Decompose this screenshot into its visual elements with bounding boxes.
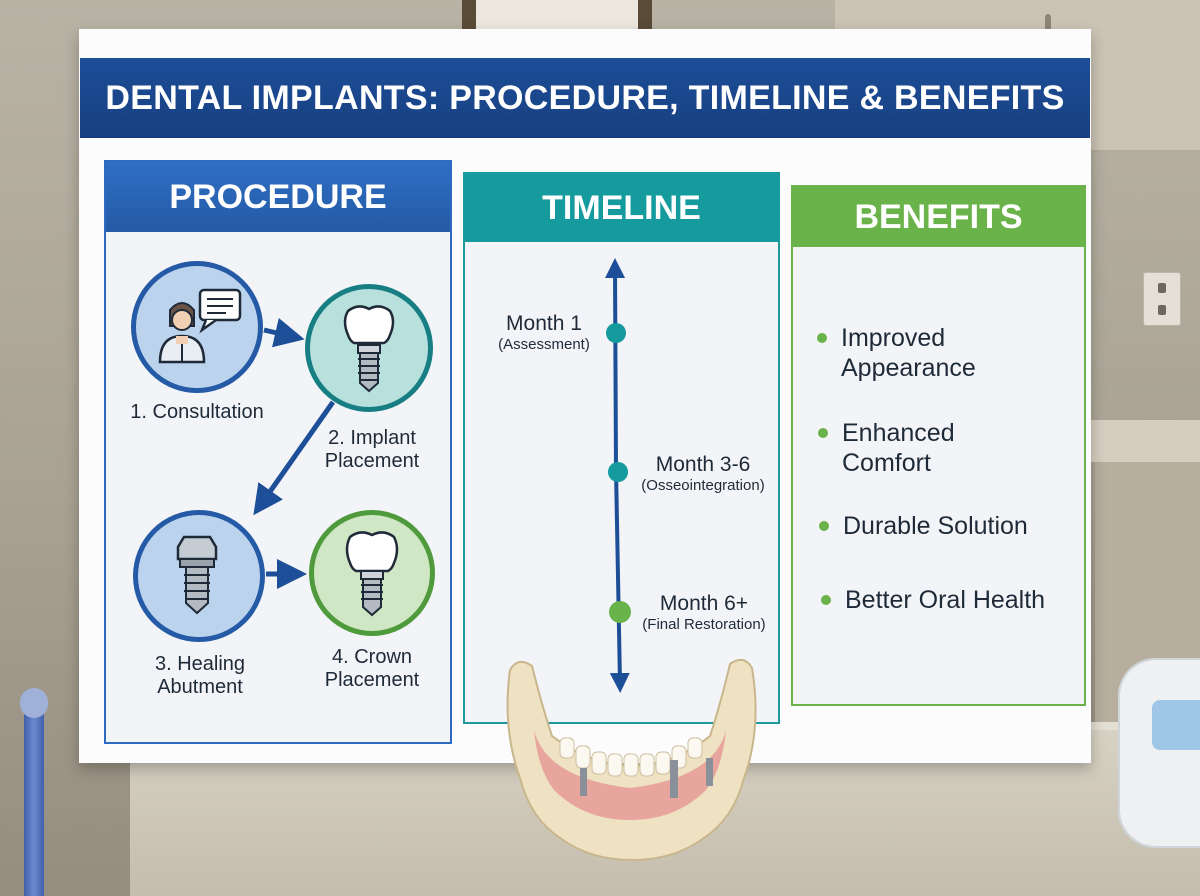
timeline-milestone-3: Month 6+ (Final Restoration)	[642, 592, 766, 633]
dental-tool	[24, 694, 44, 896]
timeline-header: TIMELINE	[465, 174, 778, 242]
jaw-model	[506, 658, 757, 862]
benefit-item-2: Enhanced Comfort	[818, 418, 955, 478]
step-2-label: 2. Implant Placement	[324, 427, 420, 472]
crown-implant-icon	[345, 531, 399, 617]
benefit-item-1: Improved Appearance	[817, 323, 976, 383]
timeline-panel: TIMELINE	[463, 172, 780, 724]
step-4-label: 4. Crown Placement	[324, 646, 420, 691]
procedure-header: PROCEDURE	[106, 162, 450, 232]
step-consultation-circle	[131, 261, 263, 393]
implant-screw-icon	[343, 305, 395, 393]
benefit-item-3: Durable Solution	[819, 511, 1028, 541]
timeline-milestone-1: Month 1 (Assessment)	[498, 312, 590, 353]
benefit-item-4: Better Oral Health	[821, 585, 1045, 615]
step-3-label: 3. Healing Abutment	[154, 653, 246, 698]
bullet-icon	[817, 333, 827, 343]
bullet-icon	[818, 428, 828, 438]
dental-device	[1118, 658, 1200, 848]
step-abutment-circle	[133, 510, 265, 642]
dentist-consultation-icon	[158, 288, 242, 364]
step-1-label: 1. Consultation	[130, 401, 264, 423]
wall-outlet	[1143, 272, 1181, 326]
benefits-header: BENEFITS	[793, 187, 1084, 247]
timeline-milestone-2: Month 3-6 (Osseointegration)	[641, 453, 765, 494]
step-crown-circle	[309, 510, 435, 636]
dental-tool-tip	[20, 688, 48, 718]
benefits-panel: BENEFITS	[791, 185, 1086, 706]
bullet-icon	[821, 595, 831, 605]
bullet-icon	[819, 521, 829, 531]
healing-abutment-icon	[176, 535, 218, 615]
dental-device-panel	[1152, 700, 1200, 750]
counter-top	[1090, 420, 1200, 462]
poster-title: DENTAL IMPLANTS: PROCEDURE, TIMELINE & B…	[80, 58, 1090, 138]
step-implant-circle	[305, 284, 433, 412]
